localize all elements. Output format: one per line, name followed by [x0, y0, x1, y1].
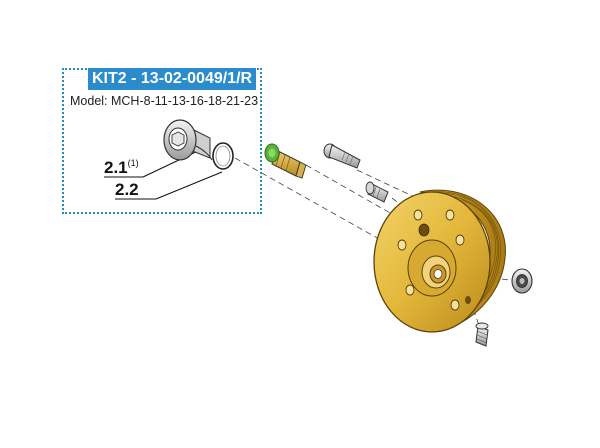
part-long-bolt [323, 143, 361, 169]
part-2-1-plug [163, 119, 213, 161]
part-valve [264, 143, 307, 179]
callout-2-2: 2.2 [115, 180, 139, 200]
callout-2-1: 2.1(1) [104, 158, 139, 178]
kit-title: KIT2 - 13-02-0049/1/R [88, 68, 257, 90]
kit-model: Model: MCH-8-11-13-16-18-21-23 [70, 94, 259, 108]
part-side-cap [511, 268, 533, 294]
part-bottom-fitting [475, 322, 489, 347]
callout-2-1-note: (1) [127, 158, 139, 168]
part-2-2-oring [212, 142, 234, 170]
callout-2-2-label: 2.2 [115, 180, 139, 199]
pump-head-body [373, 189, 506, 333]
part-small-fitting [365, 181, 389, 203]
callout-2-1-label: 2.1 [104, 158, 128, 177]
